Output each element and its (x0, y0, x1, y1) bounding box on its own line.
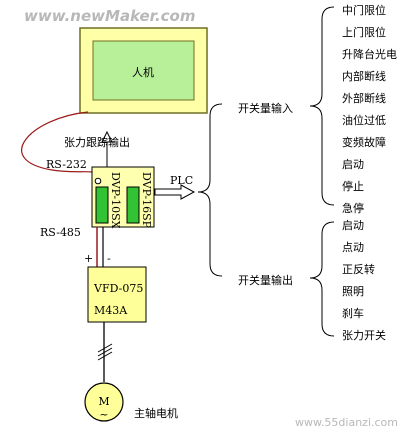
hmi-monitor: 人机 (79, 27, 208, 114)
rs485-label: RS-485 (40, 226, 81, 239)
input-item: 外部断线 (342, 91, 386, 105)
hmi-screen (92, 40, 195, 101)
output-item: 正反转 (342, 262, 375, 276)
input-item: 升降台光电 (342, 47, 397, 61)
vfd-model: VFD-075 (93, 282, 143, 295)
motor-circle (84, 382, 124, 422)
output-item: 点动 (342, 241, 364, 254)
plc-led (94, 177, 102, 185)
rs232-cable (21, 111, 93, 173)
vfd-unit: VFD-075 M43A (87, 266, 147, 323)
inputs-list: 中门限位 上门限位 升降台光电 内部断线 外部断线 油位过低 变频故障 启动 停… (342, 3, 397, 215)
motor-symbol: M (98, 395, 109, 408)
input-item: 变频故障 (342, 135, 386, 149)
motor-cable (97, 322, 113, 382)
plc-module-right-label: DVP-16SP (140, 172, 153, 229)
vfd-submodel: M43A (94, 304, 128, 317)
motor-tilde: ~ (99, 408, 108, 421)
plc-label: PLC (170, 174, 193, 187)
input-item: 上门限位 (342, 25, 386, 39)
outputs-brace (309, 221, 335, 337)
plc-slot-left (95, 186, 109, 224)
watermark-top: www.newMaker.com (24, 7, 195, 25)
plc-module-left-label: DVP-10SX (109, 172, 122, 229)
watermark-bottom: www.55dianzi.com (295, 416, 398, 429)
output-item: 照明 (342, 285, 364, 298)
vfd-body (87, 266, 147, 323)
hmi-label: 人机 (132, 65, 154, 79)
input-item: 内部断线 (342, 69, 386, 83)
inputs-brace (309, 6, 335, 206)
output-item: 张力开关 (342, 328, 386, 342)
input-item: 停止 (342, 179, 364, 193)
outputs-title: 开关量输出 (238, 273, 293, 287)
rs232-label: RS-232 (46, 158, 87, 171)
output-item: 刹车 (342, 306, 364, 320)
plc-slot-right (126, 186, 140, 224)
input-item: 油位过低 (342, 113, 386, 127)
input-item: 中门限位 (342, 3, 386, 17)
inputs-title: 开关量输入 (238, 101, 293, 115)
motor: M ~ (84, 382, 124, 422)
minus-sign: - (107, 252, 111, 265)
plc-output-arrow (154, 184, 196, 200)
plc-unit: DVP-10SX DVP-16SP (91, 166, 155, 229)
plus-sign: + (84, 252, 93, 265)
main-brace (197, 103, 223, 277)
outputs-list: 启动 点动 正反转 照明 刹车 张力开关 (342, 219, 386, 342)
input-item: 启动 (342, 158, 364, 171)
input-item: 急停 (342, 201, 364, 215)
tension-output-arrow (101, 130, 113, 167)
output-item: 启动 (342, 219, 364, 232)
motor-label: 主轴电机 (134, 406, 178, 420)
tension-output-label: 张力跟踪输出 (64, 135, 130, 149)
